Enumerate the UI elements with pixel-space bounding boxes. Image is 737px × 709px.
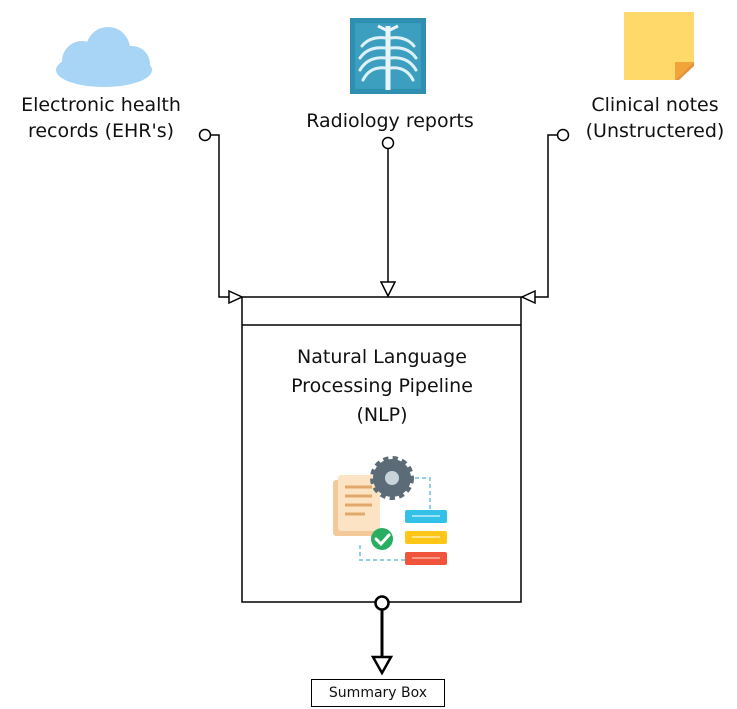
nlp-process-icon <box>333 456 447 565</box>
notes-label-line1: Clinical notes <box>591 94 719 116</box>
ehr-label: Electronic health records (EHR's) <box>6 92 196 144</box>
notes-connector <box>520 128 570 305</box>
ehr-label-line2: records (EHR's) <box>27 120 175 142</box>
summary-box: Summary Box <box>311 679 445 707</box>
radiology-connector <box>379 136 397 298</box>
ehr-label-line1: Electronic health <box>21 94 181 116</box>
ehr-connector <box>198 128 244 305</box>
radiology-label: Radiology reports <box>306 110 474 132</box>
output-connector <box>370 595 394 676</box>
xray-icon <box>350 18 426 94</box>
cloud-icon <box>56 27 152 87</box>
pipeline-title-line2: Processing Pipeline <box>291 375 473 397</box>
notes-label: Clinical notes (Unstructered) <box>575 92 735 144</box>
pipeline-title-line3: (NLP) <box>356 404 408 426</box>
notes-label-line2: (Unstructered) <box>585 120 725 142</box>
sticky-note-icon <box>624 12 694 80</box>
summary-box-label: Summary Box <box>328 685 428 701</box>
pipeline-title-line1: Natural Language <box>297 346 467 368</box>
pipeline-title: Natural Language Processing Pipeline (NL… <box>243 343 521 430</box>
